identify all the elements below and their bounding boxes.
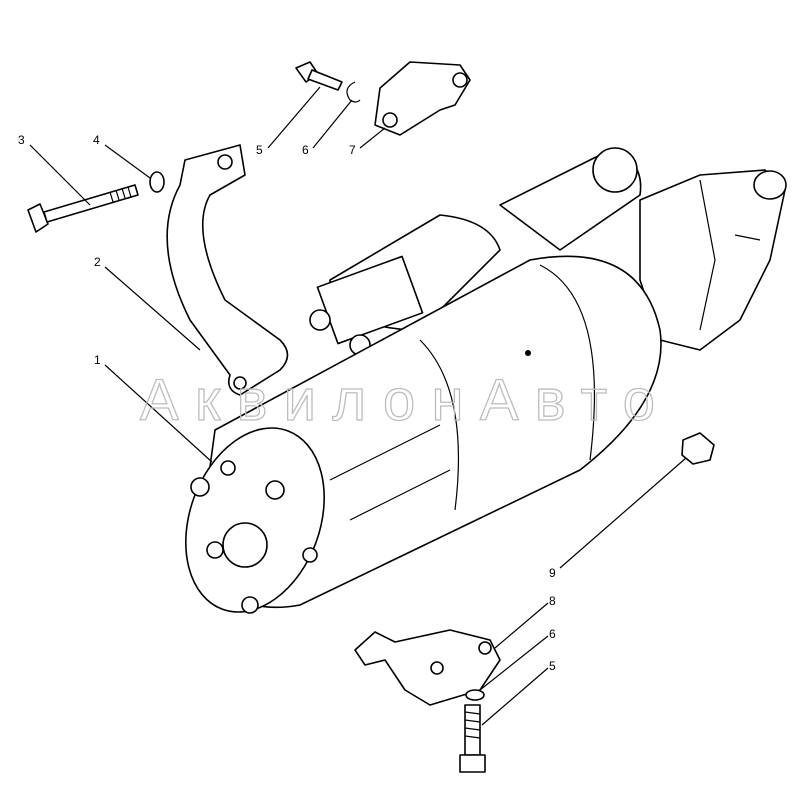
callout-3: 3	[18, 133, 25, 147]
callout-2: 2	[94, 255, 101, 269]
plate-part-7	[374, 61, 471, 136]
bracket-part-8	[354, 629, 501, 706]
washer-part-6-bottom	[465, 689, 485, 701]
bracket-part-2	[166, 144, 289, 396]
callout-7: 7	[349, 143, 356, 157]
callout-6-top: 6	[302, 143, 309, 157]
callout-1: 1	[94, 353, 101, 367]
callout-6-bottom: 6	[549, 627, 556, 641]
callout-4: 4	[93, 133, 100, 147]
lock-washer-part-6-top	[346, 81, 361, 103]
callout-5-top: 5	[256, 143, 263, 157]
plug-part-9	[681, 432, 715, 465]
starter-motor	[185, 147, 787, 614]
callout-8: 8	[549, 594, 556, 608]
bolt-part-5-top	[295, 61, 343, 91]
callout-9: 9	[549, 566, 556, 580]
bolt-part-5-bottom	[459, 704, 486, 773]
bolt-part-3	[27, 184, 139, 233]
callout-5-bottom: 5	[549, 659, 556, 673]
leader-lines	[29, 86, 687, 726]
washer-part-4	[149, 171, 165, 193]
